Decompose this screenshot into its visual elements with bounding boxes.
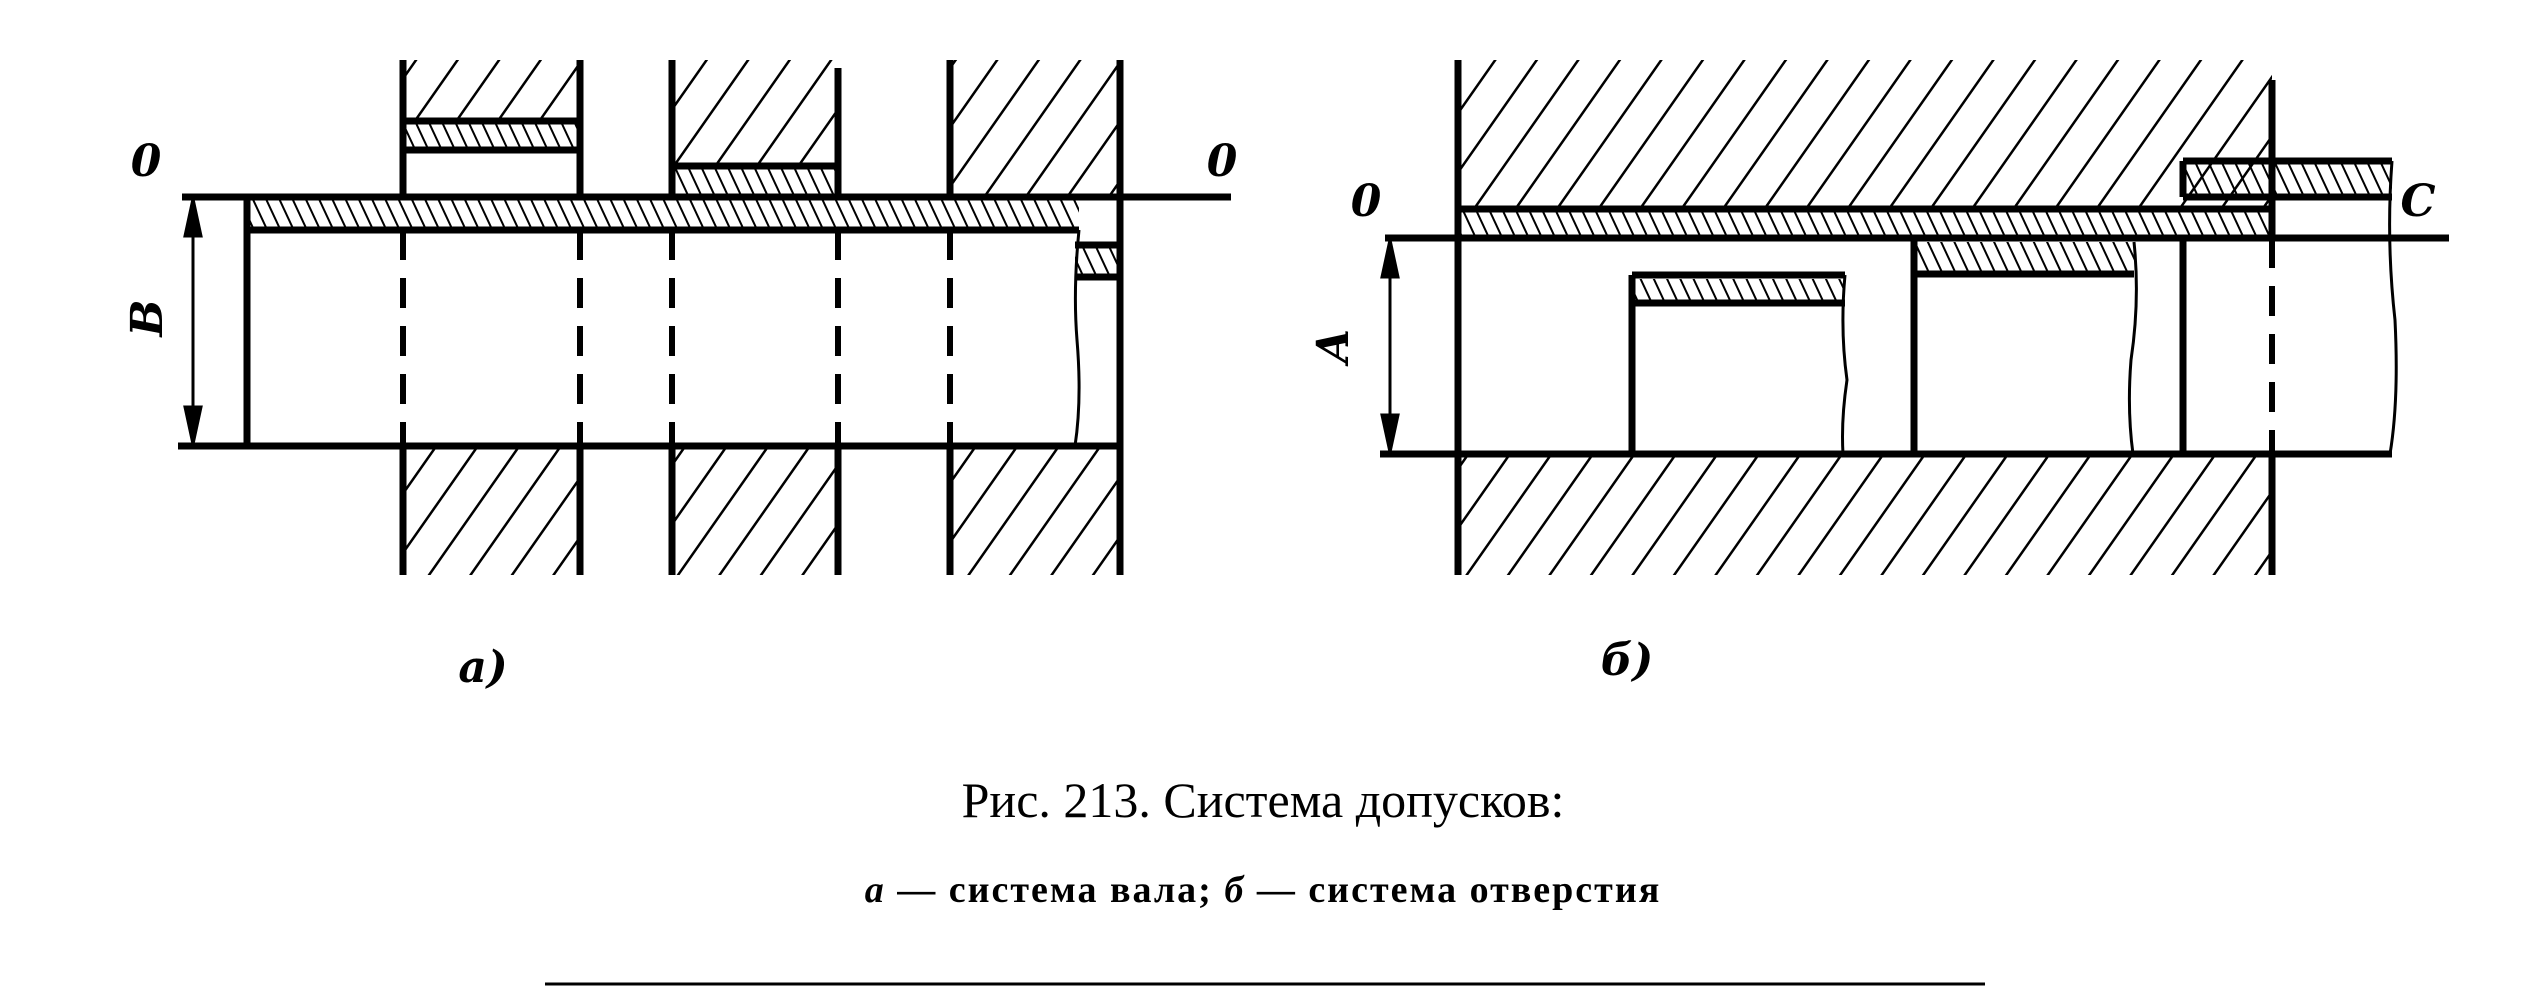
shaft xyxy=(178,193,1231,450)
caption-letter-b: б xyxy=(1224,869,1245,911)
caption-letter-a: а xyxy=(865,869,886,911)
zero-label-left: 0 xyxy=(131,136,162,187)
panel-a-shaft-system xyxy=(178,60,1231,575)
caption-text-b: — система отверстия xyxy=(1245,869,1661,911)
shaft-interference xyxy=(2179,157,2398,455)
hidden-lines xyxy=(400,230,953,446)
hole-body xyxy=(1380,60,2449,575)
dimension-a xyxy=(1380,239,1400,453)
zero-label-b: 0 xyxy=(1351,176,1382,227)
dimension-b xyxy=(183,198,203,445)
plate-3 xyxy=(946,60,1124,575)
figure-caption-subtitle: а — система вала; б — система отверстия xyxy=(865,869,1662,911)
panel-b-hole-system xyxy=(1380,60,2449,575)
caption-text-a: — система вала; xyxy=(886,869,1225,911)
zero-label-right: 0 xyxy=(1207,136,1238,187)
plate-1 xyxy=(399,60,584,575)
panel-b-label: б) xyxy=(1601,635,1654,686)
shaft-clearance xyxy=(1628,271,1849,455)
dimension-label-b: В xyxy=(122,299,173,338)
panel-a-label: а) xyxy=(458,642,507,693)
figure-caption-title: Рис. 213. Система допусков: xyxy=(962,772,1565,828)
dimension-label-a: А xyxy=(1308,328,1359,367)
shaft-transition xyxy=(1910,238,2138,455)
c-label: С xyxy=(2400,176,2435,227)
plate-2 xyxy=(668,60,842,575)
